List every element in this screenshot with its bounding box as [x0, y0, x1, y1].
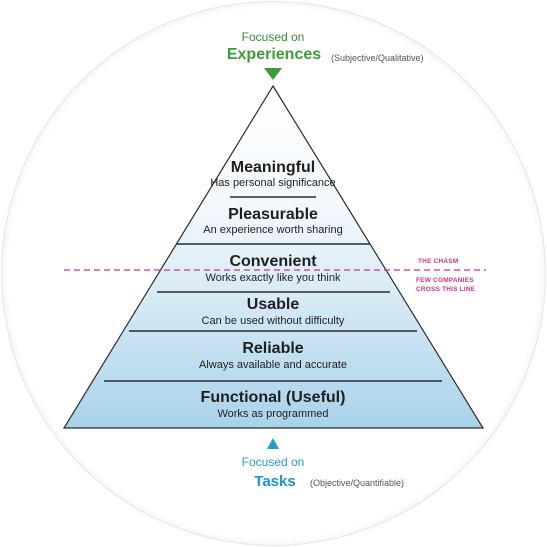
- down-arrow-icon: [264, 68, 282, 80]
- level-subtitle-functional: Works as programmed: [217, 408, 329, 420]
- level-title-usable: Usable: [246, 296, 300, 313]
- tasks-label: Tasks: [254, 473, 296, 490]
- experiences-label: Experiences: [226, 46, 322, 63]
- level-subtitle-convenient: Works exactly like you think: [205, 272, 341, 284]
- level-title-meaningful: Meaningful: [230, 159, 316, 176]
- chasm-note-line1: FEW COMPANIES: [416, 277, 474, 284]
- up-arrow-icon: [267, 438, 279, 449]
- bottom-focused-label: Focused on: [241, 455, 305, 469]
- level-subtitle-meaningful: Has personal significance: [210, 177, 336, 189]
- level-title-convenient: Convenient: [229, 253, 317, 270]
- level-title-pleasurable: Pleasurable: [228, 206, 318, 223]
- level-title-functional: Functional (Useful): [200, 389, 346, 406]
- chasm-label: THE CHASM: [418, 258, 459, 265]
- level-subtitle-reliable: Always available and accurate: [199, 359, 347, 371]
- level-subtitle-usable: Can be used without difficulty: [201, 315, 345, 327]
- level-subtitle-pleasurable: An experience worth sharing: [203, 224, 343, 236]
- level-title-reliable: Reliable: [242, 340, 304, 357]
- subjective-note: (Subjective/Qualitative): [331, 53, 424, 63]
- top-focused-label: Focused on: [241, 30, 305, 44]
- pyramid-shape: [62, 84, 485, 429]
- chasm-note-line2: CROSS THIS LINE: [416, 286, 476, 293]
- objective-note: (Objective/Quantifiable): [310, 478, 405, 488]
